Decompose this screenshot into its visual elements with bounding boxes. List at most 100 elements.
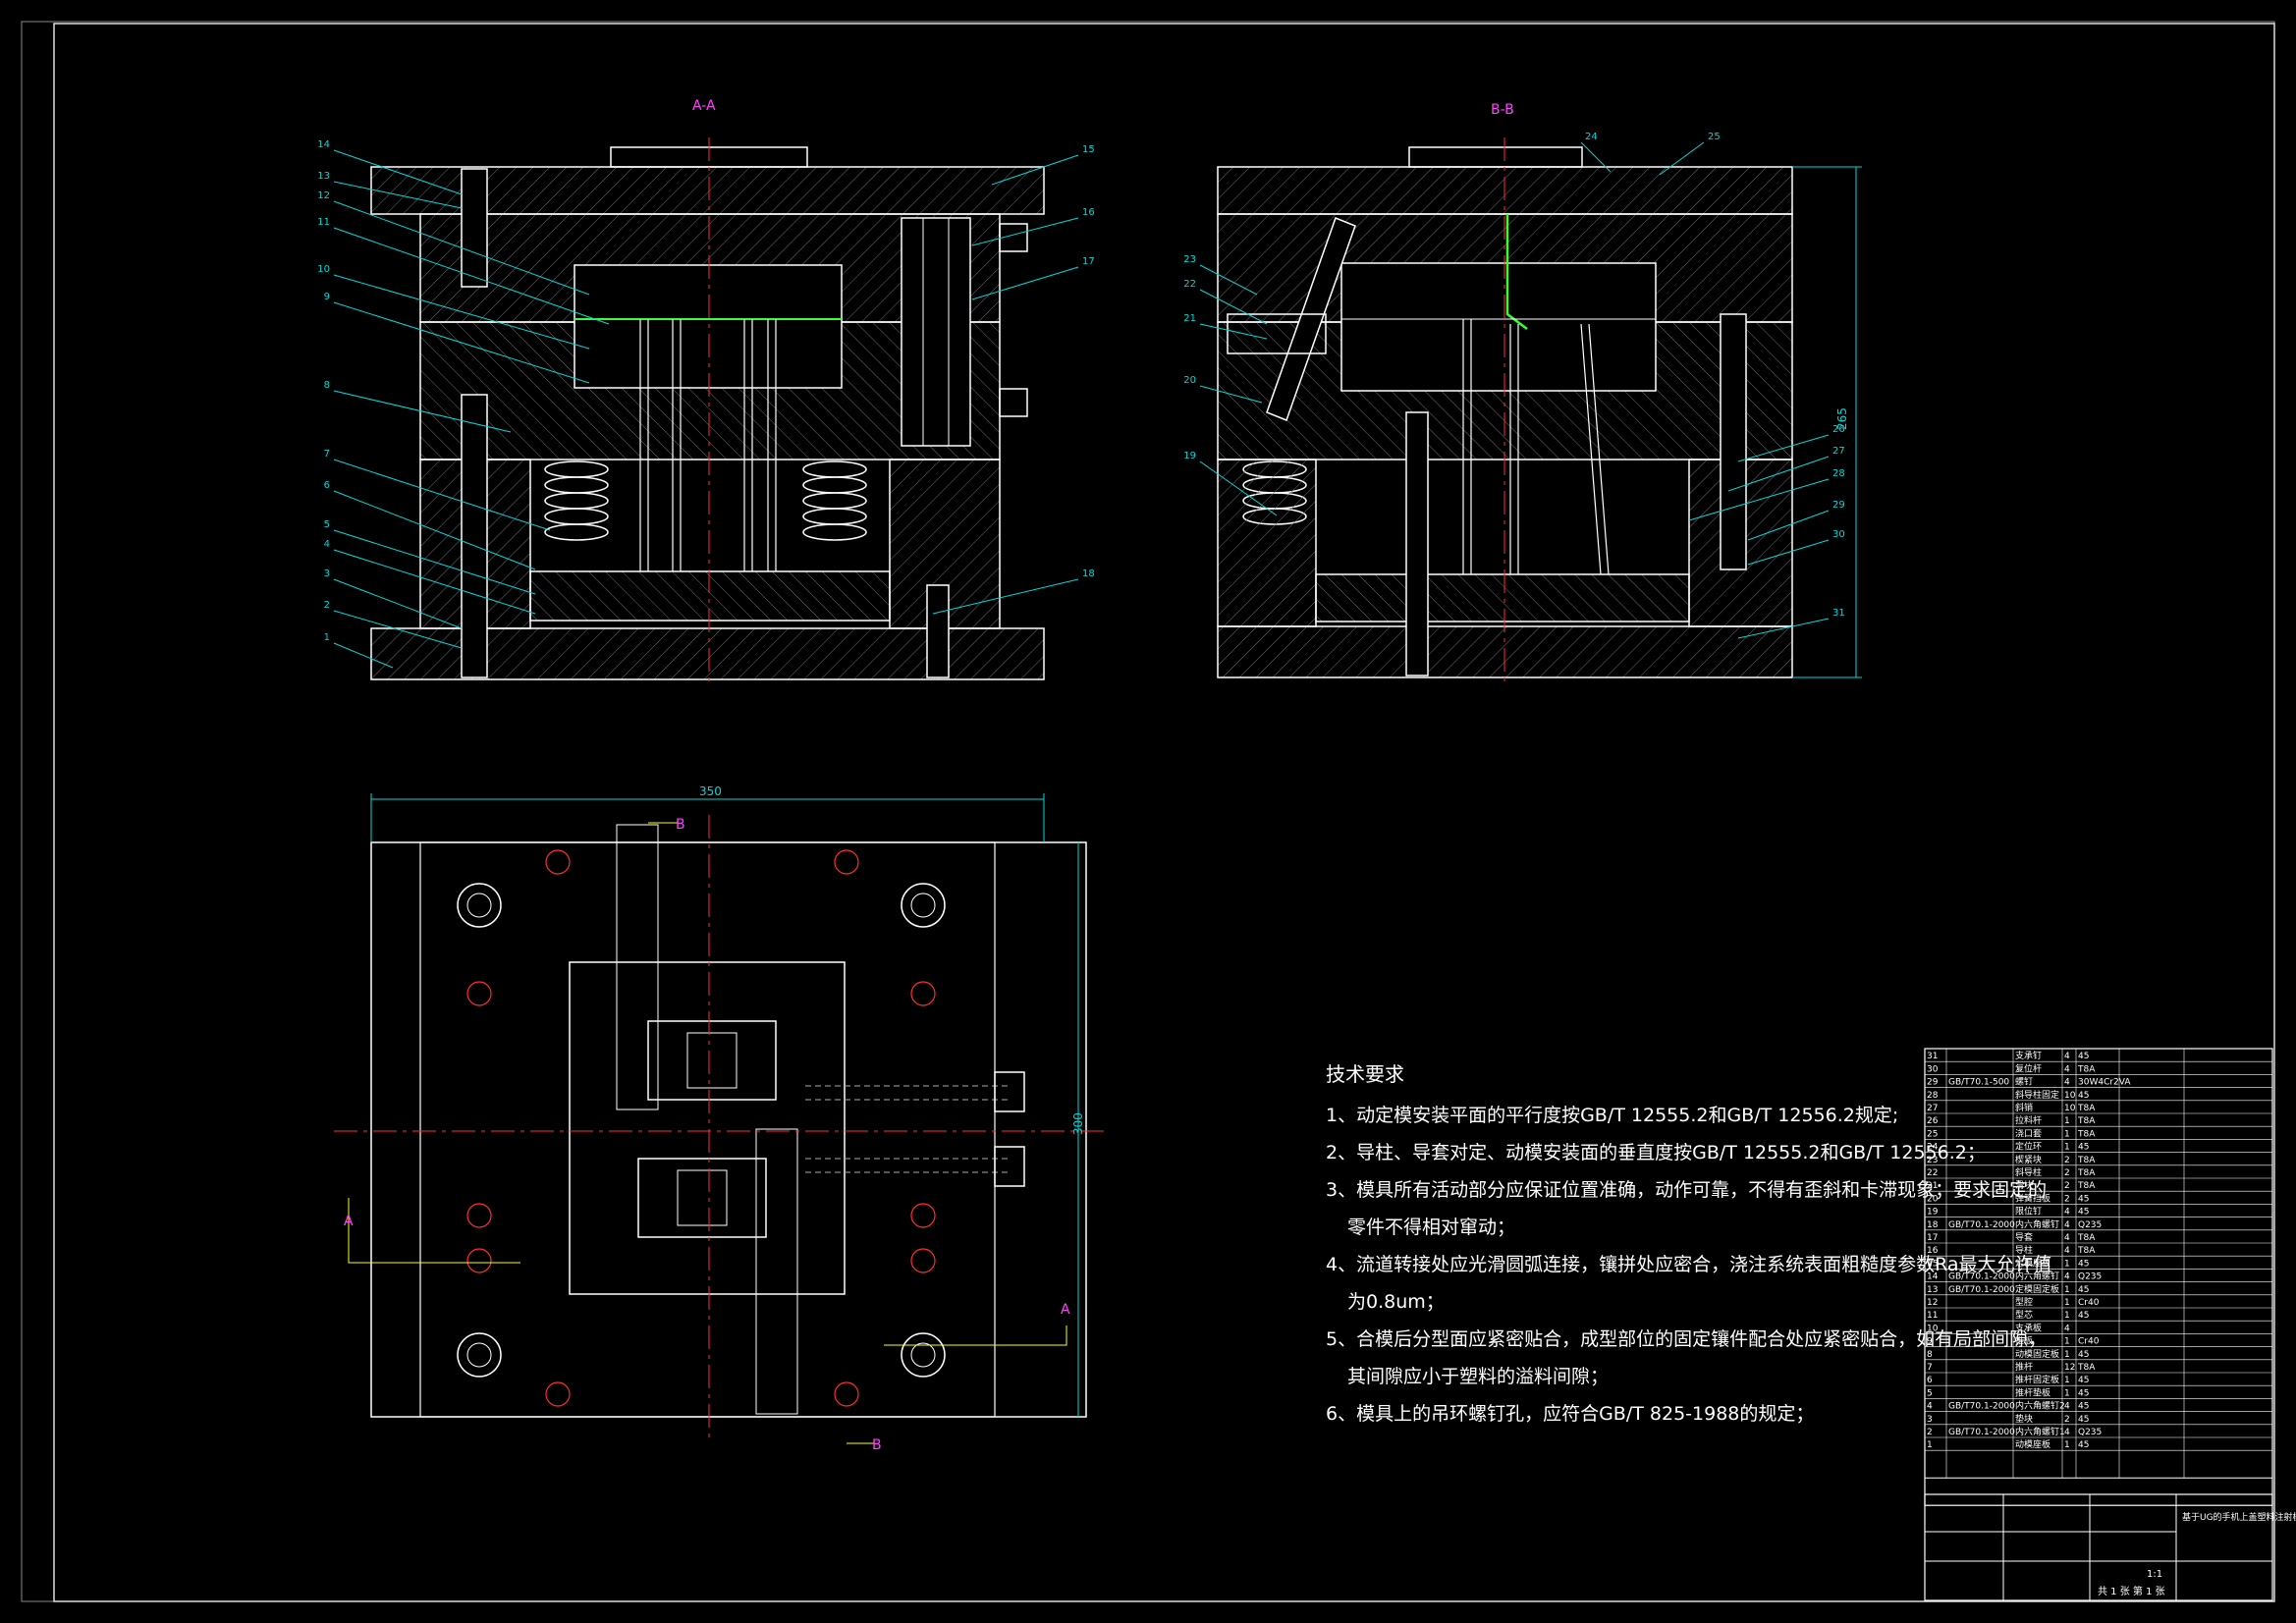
ejector-plate-b <box>1315 573 1690 622</box>
callout-number: 9 <box>324 292 330 302</box>
guide-pillar-bore <box>466 1342 492 1368</box>
bom-cell: 推杆 <box>2015 1361 2033 1373</box>
callout-number: 26 <box>1832 424 1845 435</box>
bom-cell: 滑块 <box>2015 1179 2033 1191</box>
bom-cell: 45 <box>2078 1376 2089 1385</box>
bom-cell: 45 <box>2078 1143 2089 1153</box>
plan-height-dim: 300 <box>1071 1112 1085 1135</box>
bom-cell: 1 <box>2064 1388 2070 1398</box>
bom-cell: 型腔 <box>2015 1296 2033 1308</box>
bom-cell: T8A <box>2077 1156 2096 1165</box>
callout-leader <box>333 578 463 629</box>
bom-cell: GB/T70.1-500 <box>1948 1078 2009 1088</box>
bom-cell: 16 <box>1927 1246 1939 1256</box>
requirement-item: 其间隙应小于塑料的溢料间隙； <box>1347 1366 1610 1387</box>
callout-number: 25 <box>1708 132 1721 142</box>
callout-leader <box>1199 264 1258 296</box>
screw-hole <box>466 1248 492 1273</box>
callout-leader <box>971 266 1079 300</box>
drawing-scale: 1:1 <box>2147 1569 2162 1580</box>
bom-cell: 31 <box>1927 1052 1938 1061</box>
callout-leader <box>333 200 590 296</box>
bom-cell: 浇口套 <box>2015 1127 2042 1139</box>
callout-number: 18 <box>1082 568 1095 579</box>
bom-cell: 10 <box>1927 1324 1939 1333</box>
callout-number: 12 <box>317 190 330 201</box>
callout-number: 7 <box>324 449 330 460</box>
bom-cell: 30W4Cr2VA <box>2078 1078 2131 1088</box>
sheet-border <box>21 21 2275 1602</box>
cavity-insert <box>574 264 843 389</box>
callout-leader <box>333 301 590 384</box>
locating-ring-b <box>1408 146 1583 168</box>
section-b-view: B-B 265 <box>1217 102 1862 687</box>
callout-leader <box>333 274 590 350</box>
plan-view: A A B B 350 300 <box>334 784 1110 1453</box>
callout-leader <box>333 227 610 325</box>
spacer-block-b-left <box>1217 459 1317 627</box>
slider-block <box>1227 313 1327 354</box>
requirement-item: 2、导柱、导套对定、动模安装面的垂直度按GB/T 12555.2和GB/T 12… <box>1326 1142 1986 1163</box>
callout-number: 21 <box>1183 313 1196 324</box>
callout-number: 8 <box>324 380 330 391</box>
callout-leader <box>1580 141 1612 173</box>
screw-hole <box>466 981 492 1006</box>
screw-hole <box>466 1203 492 1228</box>
callout-leader <box>333 490 536 570</box>
bom-cell: 1 <box>2064 1298 2070 1308</box>
plan-width-dim: 350 <box>699 784 722 798</box>
screw-hole <box>545 1381 571 1407</box>
plan-mark-b-bottom: B <box>872 1437 882 1453</box>
socket-screw-bottom <box>461 394 488 678</box>
callout-number: 4 <box>324 539 330 550</box>
plan-mold-insert <box>569 961 846 1295</box>
callout-number: 30 <box>1832 529 1845 540</box>
plan-mark-b-top: B <box>676 817 685 833</box>
callout-leader <box>333 459 551 531</box>
callout-leader <box>333 390 512 433</box>
callout-leader <box>333 549 536 615</box>
bom-cell: 1 <box>2064 1116 2070 1126</box>
bom-cell: 定模座板 <box>2015 1257 2050 1269</box>
bom-cell: 12 <box>2064 1363 2075 1373</box>
technical-requirements: 技术要求 1、动定模安装平面的平行度按GB/T 12555.2和GB/T 125… <box>1326 1055 2052 1433</box>
bom-cell: 斜导柱 <box>2015 1166 2042 1178</box>
bom-cell: 斜销 <box>2015 1102 2033 1113</box>
plan-cooling-channels <box>805 1085 1011 1173</box>
bom-cell: 1 <box>2064 1143 2070 1153</box>
bom-cell: 定模固定板 <box>2015 1283 2059 1295</box>
bom-cell: 弹簧挡板 <box>2015 1192 2050 1204</box>
callout-number: 11 <box>317 217 330 228</box>
callout-leader <box>333 529 536 595</box>
bom-cell: 螺钉 <box>2015 1077 2033 1088</box>
callout-leader <box>932 578 1079 615</box>
bom-cell: 45 <box>2078 1350 2089 1360</box>
bom-cell: 21 <box>1927 1181 1938 1191</box>
plan-cooling-fitting-1 <box>994 1071 1025 1112</box>
bom-cell: 18 <box>1927 1220 1939 1230</box>
callout-leader <box>1737 618 1830 639</box>
bom-cell: T8A <box>2077 1233 2096 1243</box>
screw-hole <box>834 1381 859 1407</box>
bom-cell: GB/T70.1-2000 <box>1948 1402 2015 1412</box>
bom-cell: 45 <box>2078 1402 2089 1412</box>
return-spring-left <box>544 460 609 541</box>
callout-leader <box>971 217 1079 246</box>
bom-cell: 11 <box>1927 1311 1938 1321</box>
bom-cell: Q235 <box>2078 1272 2102 1282</box>
bom-cell: 24 <box>1927 1143 1939 1153</box>
screw-hole <box>834 849 859 875</box>
cooling-fitting-lower <box>999 388 1028 417</box>
callout-number: 6 <box>324 480 330 491</box>
guide-pillar-bore <box>910 1342 936 1368</box>
drawing-title: 基于UG的手机上盖塑料注射模具设计 <box>2182 1511 2296 1523</box>
callout-leader <box>333 181 463 209</box>
bom-cell: GB/T70.1-2000 <box>1948 1285 2015 1295</box>
callout-number: 29 <box>1832 500 1845 511</box>
callout-number: 13 <box>317 171 330 182</box>
bom-cell: 45 <box>2078 1259 2089 1269</box>
bom-cell: 45 <box>2078 1311 2089 1321</box>
bom-cell: 19 <box>1927 1208 1939 1217</box>
requirement-item: 4、流道转接处应光滑圆弧连接，镶拼处应密合，浇注系统表面粗糙度参数Ra最大允许值 <box>1326 1254 2052 1275</box>
section-a-label: A-A <box>692 98 716 114</box>
